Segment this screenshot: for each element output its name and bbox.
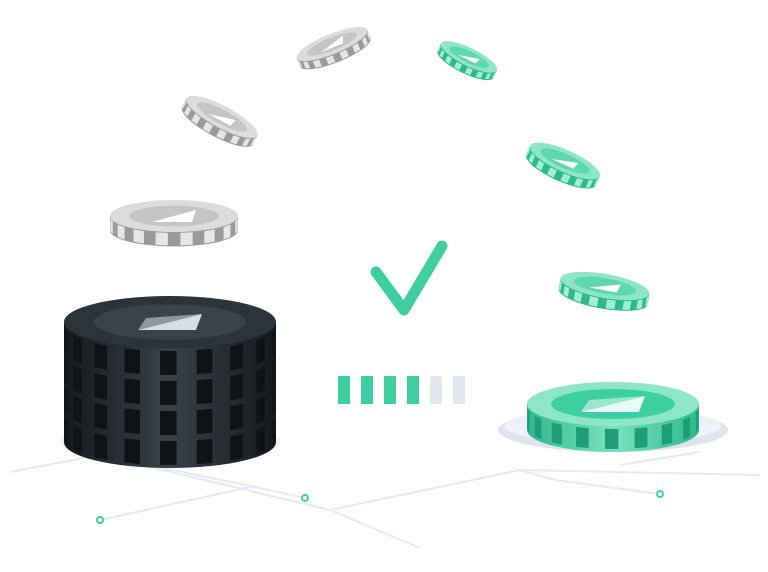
circuit-nodes <box>96 490 664 524</box>
progress-segment-filled <box>384 376 396 404</box>
grey-chip <box>110 200 238 247</box>
circuit-node <box>96 516 104 524</box>
triangle-logo-icon <box>458 54 480 64</box>
circuit-line <box>619 451 701 466</box>
poker-chip <box>527 382 699 452</box>
circuit-line <box>9 453 421 549</box>
source-chip-stack <box>60 296 280 468</box>
progress-indicator <box>338 376 465 404</box>
circuit-line <box>329 468 761 511</box>
grey-chip <box>296 27 371 70</box>
green-chip <box>558 271 650 311</box>
target-chip-stack <box>498 382 728 452</box>
triangle-logo-icon <box>581 396 645 412</box>
triangle-logo-icon <box>208 113 236 126</box>
triangle-logo-icon <box>551 158 579 169</box>
progress-segment-empty <box>453 376 465 404</box>
triangle-logo-icon <box>138 314 202 330</box>
green-chip <box>437 41 498 81</box>
flying-chips <box>110 27 650 311</box>
triangle-logo-icon <box>321 35 344 53</box>
progress-segment-empty <box>430 376 442 404</box>
progress-segment-filled <box>338 376 350 404</box>
circuit-node <box>301 494 309 502</box>
checkmark-icon <box>370 240 448 316</box>
progress-segment-filled <box>407 376 419 404</box>
triangle-logo-icon <box>589 284 621 293</box>
circuit-lines <box>9 451 761 549</box>
grey-chip <box>181 95 258 147</box>
circuit-node <box>656 490 664 498</box>
poker-chip <box>64 296 276 378</box>
triangle-logo-icon <box>152 210 196 222</box>
green-chip <box>525 142 601 189</box>
progress-segment-filled <box>361 376 373 404</box>
circuit-line <box>519 469 661 495</box>
circuit-line <box>99 486 251 521</box>
